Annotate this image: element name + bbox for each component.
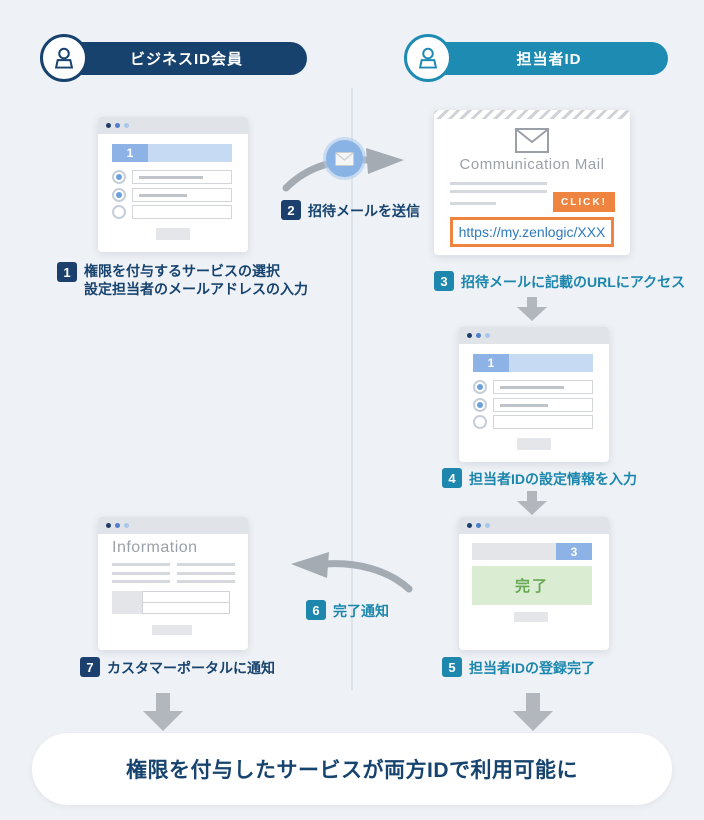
form-submit-placeholder [156,228,190,240]
id-setup-window: 1 [459,327,609,462]
invitation-mail-window: Communication Mail CLICK! https://my.zen… [434,110,630,255]
result-banner-text: 権限を付与したサービスが両方IDで利用可能に [126,759,578,782]
info-text-line [177,563,235,566]
form-field [132,205,232,219]
customer-portal-window: Information [98,517,248,650]
window-dot-icon [106,123,111,128]
click-callout-badge: CLICK! [553,192,615,212]
result-banner: 権限を付与したサービスが両方IDで利用可能に [32,733,672,805]
step-4-label: 担当者IDの設定情報を入力 [469,471,637,487]
window-dot-icon [115,523,120,528]
mail-text-line [450,190,547,193]
window-dot-icon [485,333,490,338]
window-titlebar [98,117,248,134]
mail-envelope-icon [515,128,549,153]
step-6-number: 6 [306,600,326,620]
form-submit-placeholder [514,612,548,622]
wizard-step-badge: 1 [473,354,509,372]
step-1-line1: 権限を付与するサービスの選択 [84,263,280,279]
info-text-line [112,563,170,566]
step-3-number: 3 [434,271,454,291]
radio-selected-icon [112,170,126,184]
mail-text-line [450,182,547,185]
form-field [493,398,593,412]
header-business-id: ビジネスID会員 [66,42,307,75]
step-5-label: 担当者IDの登録完了 [469,660,595,676]
step-6-label: 完了通知 [333,603,389,619]
wizard-step-bar: 3 [472,543,592,560]
header-tantosha-id: 担当者ID [430,42,668,75]
down-arrow-icon [143,693,183,731]
window-dot-icon [124,523,129,528]
window-dot-icon [115,123,120,128]
envelope-icon [335,151,354,166]
tantosha-user-icon [404,34,452,82]
window-dot-icon [476,333,481,338]
mail-window-title: Communication Mail [459,156,605,173]
window-titlebar [98,517,248,534]
step-1-line2: 設定担当者のメールアドレスの入力 [84,281,308,297]
form-field [493,380,593,394]
wizard-step-badge: 1 [112,144,148,162]
radio-selected-icon [473,398,487,412]
step-7-number: 7 [80,657,100,677]
radio-selected-icon [112,188,126,202]
window-dot-icon [467,523,472,528]
wizard-step-track [472,543,556,560]
down-arrow-icon [517,491,547,515]
wizard-step-track [148,144,232,162]
header-tantosha-id-label: 担当者ID [516,51,582,68]
window-titlebar [459,327,609,344]
window-titlebar [459,517,609,534]
completion-notice-arrow-icon [291,552,413,593]
window-dot-icon [124,123,129,128]
wizard-step-bar: 1 [112,144,232,162]
step-2-number: 2 [281,200,301,220]
step-4-number: 4 [442,468,462,488]
form-field [132,170,232,184]
envelope-badge-icon [326,140,363,177]
window-dot-icon [467,333,472,338]
radio-empty-icon [473,415,487,429]
registration-complete-window: 3 完了 [459,517,609,650]
form-submit-placeholder [152,625,192,635]
form-field [132,188,232,202]
step-3-label: 招待メールに記載のURLにアクセス [461,274,686,290]
info-window-title: Information [112,539,198,556]
info-text-line [177,572,235,575]
info-text-line [112,572,170,575]
mail-perforation-edge [434,110,630,119]
complete-message: 完了 [472,566,592,605]
wizard-step-badge: 3 [556,543,592,560]
header-business-id-label: ビジネスID会員 [129,51,243,68]
step-1-number: 1 [57,262,77,282]
window-dot-icon [106,523,111,528]
step-2-label: 招待メールを送信 [308,203,420,219]
column-divider [351,88,353,690]
step-5-number: 5 [442,657,462,677]
step-7-label: カスタマーポータルに通知 [107,660,275,676]
service-select-window: 1 [98,117,248,252]
window-dot-icon [485,523,490,528]
step-1-label: 権限を付与するサービスの選択 設定担当者のメールアドレスの入力 [84,262,308,298]
form-submit-placeholder [517,438,551,450]
business-user-icon [40,34,88,82]
invitation-url-link: https://my.zenlogic/XXX [450,217,614,247]
info-table-header-cell [112,591,142,614]
window-dot-icon [476,523,481,528]
radio-empty-icon [112,205,126,219]
info-text-line [112,580,170,583]
form-field [493,415,593,429]
wizard-step-bar: 1 [473,354,593,372]
mail-text-line [450,202,496,205]
info-text-line [177,580,235,583]
info-table-row [142,602,230,614]
down-arrow-icon [513,693,553,731]
down-arrow-icon [517,297,547,321]
wizard-step-track [509,354,593,372]
radio-selected-icon [473,380,487,394]
